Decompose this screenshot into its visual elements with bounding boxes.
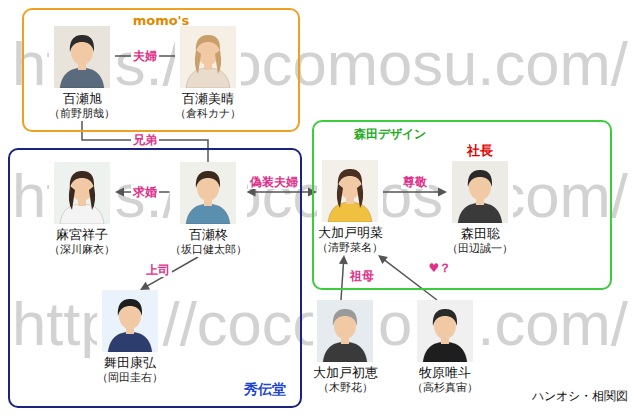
connector-line — [383, 191, 439, 193]
group-title: 森田デザイン — [352, 127, 428, 142]
actor-name: （木野花） — [318, 381, 373, 395]
person-card: 麻宮祥子（深川麻衣） — [49, 162, 115, 257]
portrait-picture — [54, 162, 110, 224]
relation-label: 上司 — [144, 263, 172, 277]
person-card: 舞田康弘（岡田圭右） — [97, 290, 163, 385]
portrait-picture — [322, 160, 378, 222]
connector-line — [82, 121, 208, 162]
relation-connector — [82, 121, 208, 162]
arrow-head — [140, 282, 150, 290]
character-name: 百瀬美晴 — [182, 91, 234, 107]
relation-label: 偽装夫婦 — [248, 175, 300, 189]
arrow-head — [339, 255, 348, 264]
portrait-picture — [180, 26, 236, 88]
character-name: 牧原唯斗 — [419, 365, 471, 381]
character-name: 森田聡 — [461, 226, 500, 242]
actor-name: （倉科カナ） — [175, 107, 241, 121]
group-box: 森田デザイン大加戸明菜（清野菜名） 社長森田聡（田辺誠一） — [312, 120, 612, 290]
actor-name: （岡田圭右） — [97, 371, 163, 385]
portrait-picture — [452, 161, 508, 223]
person-card: 牧原唯斗（高杉真宙） — [412, 300, 478, 395]
relation-label: 求婚 — [131, 185, 159, 199]
person-card: 百瀬旭（前野朋哉） — [49, 26, 115, 121]
actor-name: （高杉真宙） — [412, 381, 478, 395]
person-card: 百瀬美晴（倉科カナ） — [175, 26, 241, 121]
character-name: 大加戸初恵 — [313, 365, 378, 381]
actor-name: （坂口健太郎） — [170, 243, 247, 257]
portrait-picture — [102, 290, 158, 352]
character-name: 麻宮祥子 — [56, 227, 108, 243]
actor-name: （深川麻衣） — [49, 243, 115, 257]
role-heading: 社長 — [467, 143, 493, 159]
relation-connector — [140, 257, 198, 290]
character-name: 舞田康弘 — [104, 355, 156, 371]
arrow-head — [438, 188, 447, 197]
relation-label: ♥？ — [427, 261, 454, 275]
relation-label: 兄弟 — [131, 133, 159, 147]
character-name: 百瀬旭 — [63, 91, 102, 107]
portrait-picture — [180, 162, 236, 224]
actor-name: （清野菜名） — [317, 241, 383, 255]
character-name: 百瀬柊 — [189, 227, 228, 243]
arrow-head — [378, 255, 388, 264]
person-card: 百瀬柊（坂口健太郎） — [170, 162, 247, 257]
relation-label: 祖母 — [348, 269, 376, 283]
character-name: 大加戸明菜 — [318, 225, 383, 241]
group-box: momo's百瀬旭（前野朋哉）百瀬美晴（倉科カナ） — [22, 8, 300, 132]
person-card: 社長森田聡（田辺誠一） — [447, 143, 513, 256]
person-card: 大加戸初恵（木野花） — [313, 300, 378, 395]
portrait-picture — [417, 300, 473, 362]
group-title: 秀伝堂 — [242, 381, 288, 398]
person-card: 大加戸明菜（清野菜名） — [317, 160, 383, 255]
connector-line — [341, 263, 343, 300]
portrait-picture — [54, 26, 110, 88]
relation-label: 夫婦 — [131, 49, 159, 63]
diagram-caption: ハンオシ・相関図 — [532, 389, 628, 404]
relation-connector — [339, 255, 348, 300]
portrait-picture — [317, 300, 373, 362]
relation-label: 尊敬 — [401, 175, 429, 189]
arrow-head — [115, 188, 124, 197]
actor-name: （田辺誠一） — [447, 242, 513, 256]
actor-name: （前野朋哉） — [49, 107, 115, 121]
